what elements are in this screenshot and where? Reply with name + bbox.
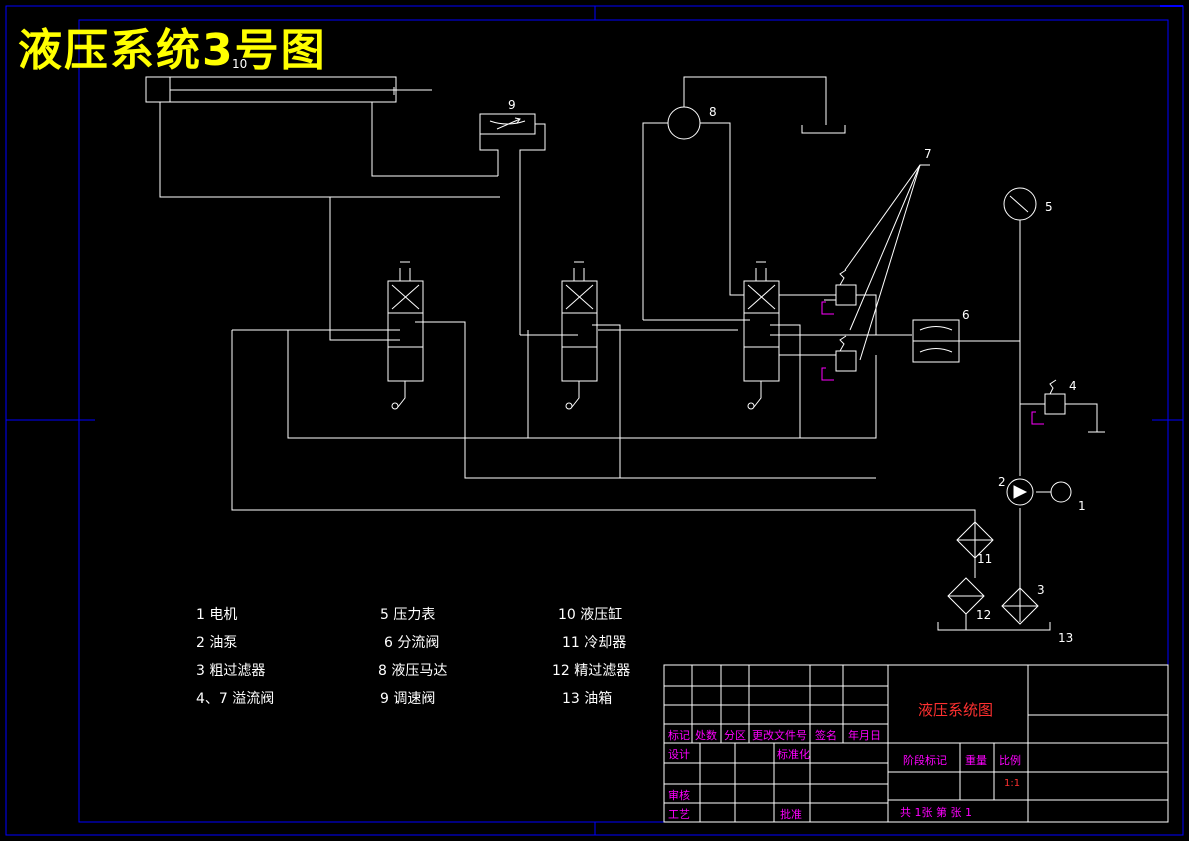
label-cylinder-10: 10 — [232, 57, 248, 71]
legend-item-10: 10 液压缸 — [558, 607, 623, 623]
legend-item-9: 9 调速阀 — [380, 691, 436, 707]
label-coarse-filter-3: 3 — [1037, 583, 1045, 597]
label-cooler-11: 11 — [977, 552, 993, 566]
legend-item-2: 2 油泵 — [196, 635, 238, 651]
legend-item-1: 1 电机 — [196, 607, 238, 623]
oil-tank-13 — [937, 622, 1051, 631]
label-oil-tank-13: 13 — [1058, 631, 1074, 645]
tb-ratio-value: 1:1 — [1004, 778, 1021, 789]
relief-valve-7b — [835, 335, 857, 372]
title-block-grid — [663, 664, 1169, 823]
label-hydraulic-motor-8: 8 — [709, 105, 717, 119]
drawing-name: 液压系统图 — [918, 701, 994, 719]
pipelines — [145, 76, 1105, 631]
tb-sheet-info: 共 1张 第 张 1 — [900, 806, 972, 819]
tb-header-date: 年月日 — [848, 729, 881, 742]
legend-item-13: 13 油箱 — [562, 691, 613, 707]
label-flow-divider-6: 6 — [962, 308, 970, 322]
cylinder-10 — [145, 76, 432, 103]
tb-process: 工艺 — [668, 808, 690, 821]
relief-valve-7a — [824, 269, 877, 335]
legend-item-4: 4、7 溢流阀 — [196, 691, 275, 707]
label-pump-2: 2 — [998, 475, 1006, 489]
tb-header-mark: 标记 — [668, 729, 690, 742]
tb-header-count: 处数 — [695, 729, 717, 742]
speed-valve-9 — [479, 113, 546, 335]
relief-valve-4 — [1044, 379, 1105, 433]
directional-valve-c — [743, 261, 780, 410]
drawing-frame — [5, 5, 1184, 836]
tb-review: 审核 — [668, 789, 690, 802]
label-relief-valve-7: 7 — [924, 147, 932, 161]
label-relief-valve-4: 4 — [1069, 379, 1077, 393]
tb-header-signature: 签名 — [815, 729, 837, 742]
tb-standardization: 标准化 — [777, 748, 810, 761]
tb-weight: 重量 — [965, 754, 987, 767]
tb-design: 设计 — [668, 748, 690, 761]
tb-header-zone: 分区 — [724, 729, 746, 742]
legend-item-3: 3 粗过滤器 — [196, 663, 266, 679]
label-speed-valve-9: 9 — [508, 98, 516, 112]
pump-2 — [1006, 478, 1034, 506]
tb-header-change-doc: 更改文件号 — [752, 729, 807, 742]
coarse-filter-3 — [1001, 587, 1039, 625]
valve-marks — [821, 301, 1044, 425]
label-fine-filter-12: 12 — [976, 608, 992, 622]
legend-item-11: 11 冷却器 — [562, 635, 627, 651]
tb-ratio-label: 比例 — [999, 754, 1021, 767]
directional-valve-b — [561, 261, 598, 410]
legend-item-8: 8 液压马达 — [378, 663, 448, 679]
flow-divider-6 — [912, 319, 1020, 363]
label-pressure-gauge-5: 5 — [1045, 200, 1053, 214]
legend-item-12: 12 精过滤器 — [552, 663, 631, 679]
legend-item-5: 5 压力表 — [380, 607, 436, 623]
electric-motor-1 — [1036, 481, 1072, 503]
page-title: 液压系统3号图 — [18, 25, 327, 76]
tb-stage-mark: 阶段标记 — [903, 754, 947, 767]
directional-valve-a — [387, 261, 424, 410]
legend-item-6: 6 分流阀 — [384, 635, 440, 651]
tb-approve: 批准 — [780, 808, 802, 821]
hydraulic-motor-8 — [642, 76, 846, 320]
pressure-gauge-5 — [1003, 187, 1037, 221]
label-motor-1: 1 — [1078, 499, 1086, 513]
